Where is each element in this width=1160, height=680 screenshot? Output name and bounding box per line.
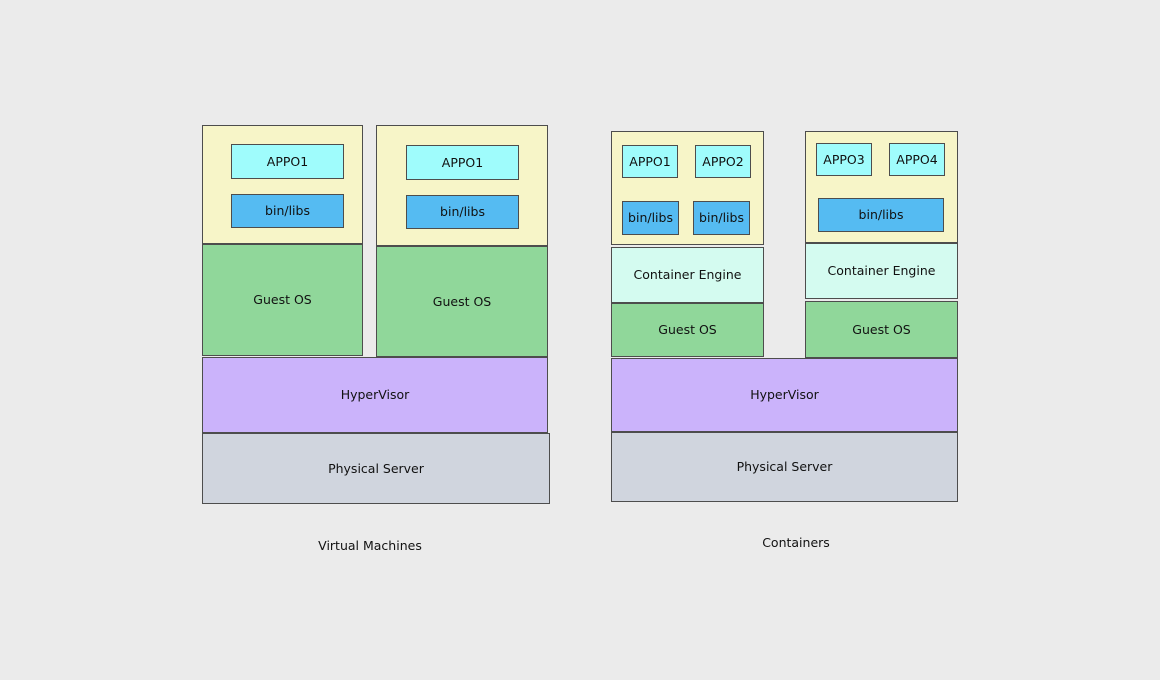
container-stack-1-engine: Container Engine bbox=[611, 247, 764, 303]
vm-hypervisor: HyperVisor bbox=[202, 357, 548, 433]
container-stack-1-libs-1[interactable]: bin/libs bbox=[622, 201, 679, 235]
vm-stack-2-app-1[interactable]: APPO1 bbox=[406, 145, 519, 180]
container-stack-2-libs-1[interactable]: bin/libs bbox=[818, 198, 944, 232]
container-stack-1-libs-2[interactable]: bin/libs bbox=[693, 201, 750, 235]
container-stack-2-app-1[interactable]: APPO3 bbox=[816, 143, 872, 176]
container-stack-2-guest-os: Guest OS bbox=[805, 301, 958, 358]
vm-stack-1-libs-1[interactable]: bin/libs bbox=[231, 194, 344, 228]
vm-stack-2-guest-os: Guest OS bbox=[376, 246, 548, 357]
container-stack-1-guest-os: Guest OS bbox=[611, 303, 764, 357]
vm-caption: Virtual Machines bbox=[318, 538, 422, 553]
vm-stack-1-app-1[interactable]: APPO1 bbox=[231, 144, 344, 179]
vm-stack-2-libs-1[interactable]: bin/libs bbox=[406, 195, 519, 229]
container-caption: Containers bbox=[762, 535, 830, 550]
container-physical-server: Physical Server bbox=[611, 432, 958, 502]
container-stack-2-engine: Container Engine bbox=[805, 243, 958, 299]
container-stack-2-app-2[interactable]: APPO4 bbox=[889, 143, 945, 176]
container-hypervisor: HyperVisor bbox=[611, 358, 958, 432]
container-stack-1-app-2[interactable]: APPO2 bbox=[695, 145, 751, 178]
container-stack-1-app-1[interactable]: APPO1 bbox=[622, 145, 678, 178]
vm-physical-server: Physical Server bbox=[202, 433, 550, 504]
vm-stack-1-guest-os: Guest OS bbox=[202, 244, 363, 356]
